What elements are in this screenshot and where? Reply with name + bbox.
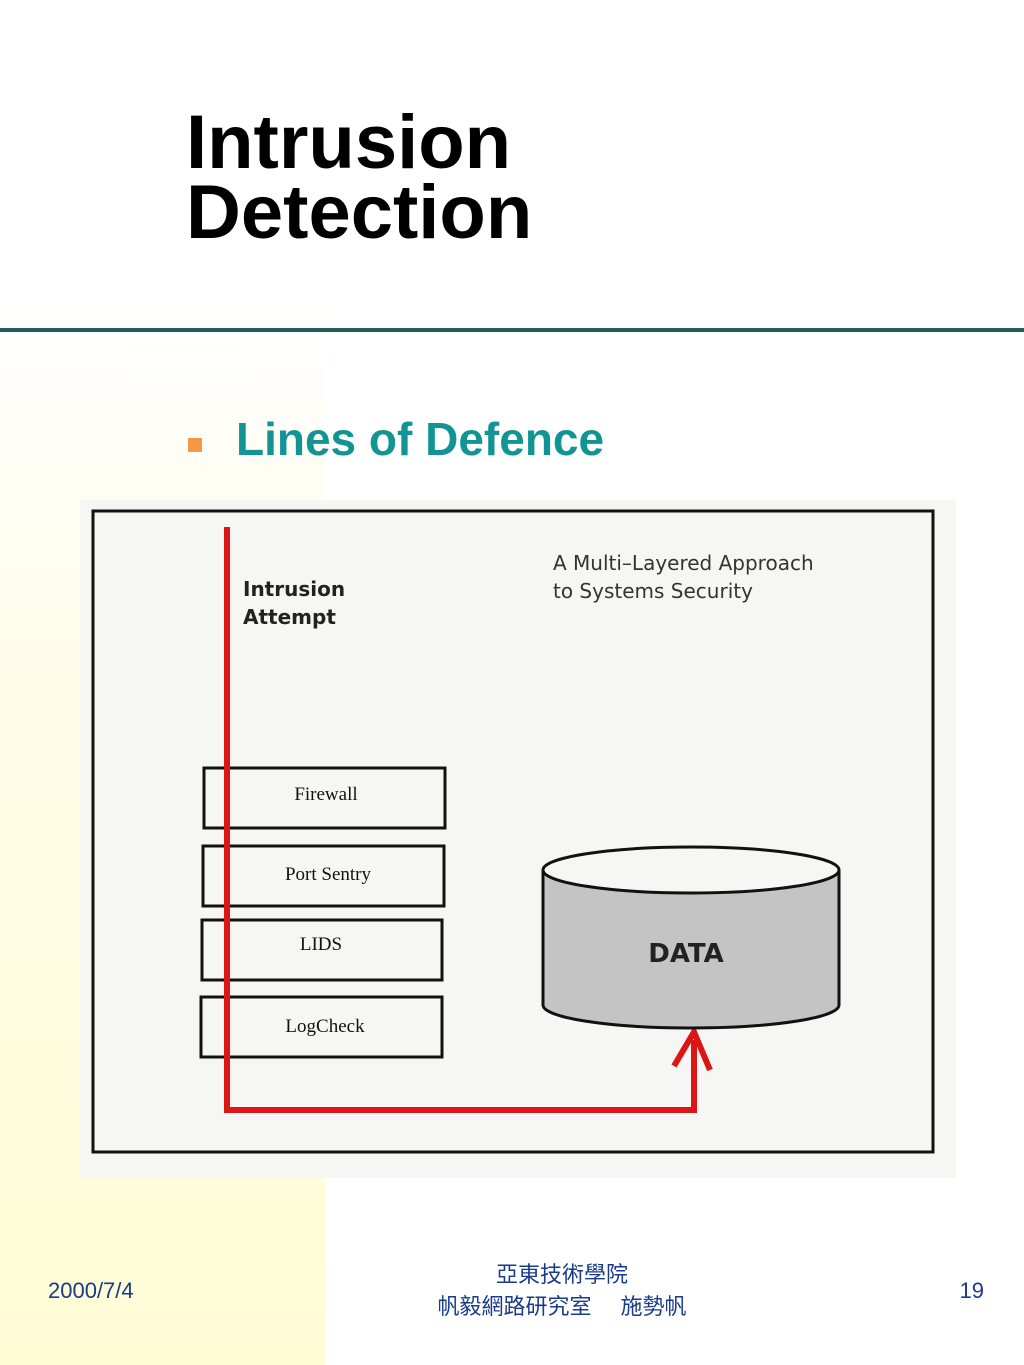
layer-logcheck: LogCheck [199, 995, 444, 1059]
layer-box-logcheck [199, 995, 444, 1059]
layer-box-lids [200, 918, 444, 982]
footer-date: 2000/7/4 [48, 1278, 134, 1303]
layer-box-firewall [202, 766, 447, 830]
layer-lids: LIDS [200, 918, 444, 982]
caption-line-2: to Systems Security [553, 579, 753, 603]
caption-line-1: A Multi–Layered Approach [553, 551, 814, 575]
title-line-1: Intrusion [186, 100, 512, 185]
footer-line-1: 亞東技術學院 [495, 1263, 628, 1288]
layer-firewall: Firewall [202, 766, 447, 830]
title-line-2: Detection [186, 170, 533, 255]
layer-box-port-sentry [201, 844, 446, 908]
attempt-label-line-2: Attempt [243, 605, 336, 629]
page-number: 19 [959, 1278, 984, 1303]
layer-label-logcheck: LogCheck [285, 1016, 365, 1037]
intrusion-path-line [224, 527, 697, 1113]
cylinder-top [541, 845, 841, 895]
bullet-lines-of-defence: Lines of Defence [236, 413, 605, 465]
title-divider [0, 328, 1024, 332]
data-label: DATA [648, 939, 724, 969]
layer-label-port-sentry: Port Sentry [285, 864, 372, 885]
footer-institution: 亞東技術學院 帆毅網路研究室 施勢帆 [412, 1260, 712, 1324]
defence-diagram: Firewall Port Sentry LIDS LogCheck Intru… [91, 509, 935, 1154]
bullet-square-icon [188, 438, 202, 452]
slide-title: Intrusion Detection [186, 100, 533, 255]
cylinder-body [541, 870, 841, 1030]
layer-label-firewall: Firewall [294, 784, 357, 805]
footer-line-2: 帆毅網路研究室 施勢帆 [437, 1295, 687, 1320]
attempt-label-line-1: Intrusion [243, 577, 345, 601]
layer-port-sentry: Port Sentry [201, 844, 446, 908]
data-cylinder: DATA [541, 845, 841, 1030]
arrowhead-icon [671, 1025, 713, 1072]
layer-label-lids: LIDS [300, 934, 342, 955]
